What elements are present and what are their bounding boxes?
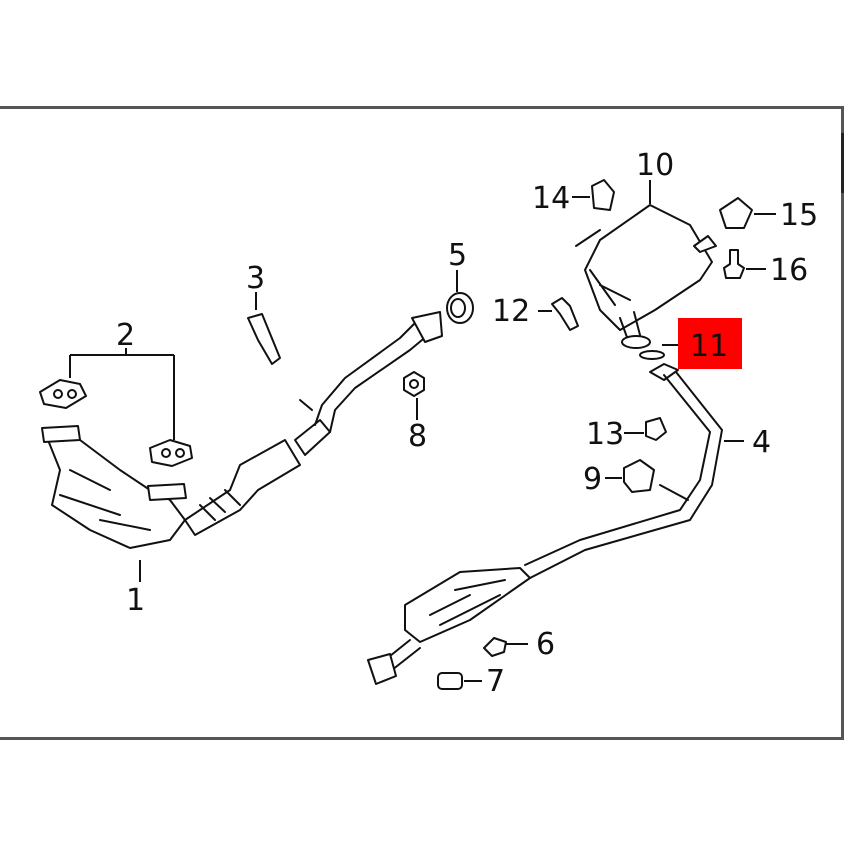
callout-8: 8	[408, 419, 427, 454]
callout-5: 5	[448, 238, 467, 273]
part-15-insulator[interactable]	[719, 197, 753, 229]
part-9-hanger[interactable]	[623, 459, 655, 493]
callout-2: 2	[116, 318, 135, 353]
callout-6: 6	[536, 627, 555, 662]
callout-3: 3	[246, 261, 265, 296]
callout-13: 13	[586, 417, 624, 452]
part-10-muffler[interactable]	[575, 204, 717, 349]
callout-15: 15	[780, 198, 818, 233]
callout-14: 14	[532, 181, 570, 216]
callout-12: 12	[492, 294, 530, 329]
callout-arrows	[69, 180, 776, 682]
part-11-gasket[interactable]	[639, 350, 665, 360]
part-14-hanger[interactable]	[591, 179, 615, 211]
scrollbar-edge	[841, 133, 844, 193]
part-5-seal-ring[interactable]	[446, 292, 474, 324]
part-16-bolt[interactable]	[723, 249, 745, 279]
part-1-front-pipe[interactable]	[41, 311, 443, 549]
part-8-nut[interactable]	[403, 371, 425, 397]
callout-16: 16	[770, 253, 808, 288]
callout-1: 1	[126, 583, 145, 618]
part-2-gaskets[interactable]	[39, 379, 193, 467]
part-13-nut[interactable]	[645, 417, 667, 441]
part-3-bracket[interactable]	[247, 313, 281, 365]
callout-10: 10	[636, 148, 674, 183]
callout-9: 9	[583, 462, 602, 497]
callout-11: 11	[690, 329, 728, 364]
part-12-bolt[interactable]	[551, 297, 579, 331]
callout-7: 7	[486, 664, 505, 699]
part-7-stud[interactable]	[437, 672, 463, 690]
callout-4: 4	[752, 425, 771, 460]
highlight-box-11	[678, 318, 742, 369]
part-4-center-pipe[interactable]	[367, 363, 723, 685]
part-6-bolt[interactable]	[483, 637, 507, 657]
